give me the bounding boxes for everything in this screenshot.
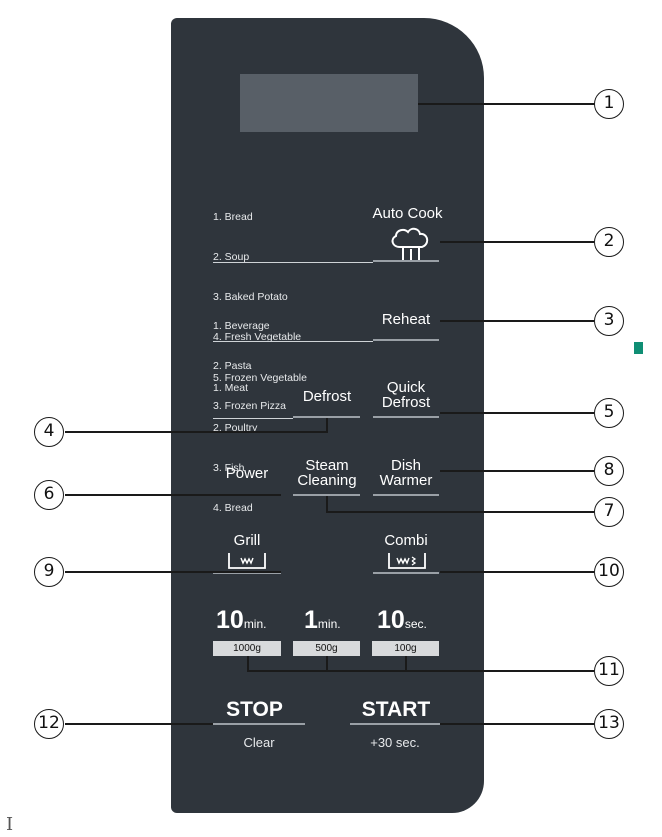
leader-line-9 <box>65 571 281 573</box>
start-sub-label: +30 sec. <box>370 735 420 750</box>
callout-11: 11 <box>594 656 624 686</box>
callout-8: 8 <box>594 456 624 486</box>
defrost-divider <box>213 418 293 419</box>
leader-line-4-vertical <box>326 418 328 433</box>
stop-label: STOP <box>226 698 283 721</box>
callout-2: 2 <box>594 227 624 257</box>
callout-10: 10 <box>594 557 624 587</box>
callout-9: 9 <box>34 557 64 587</box>
dish-warmer-line1: Dish <box>390 457 421 474</box>
start-label: START <box>361 698 431 721</box>
leader-line-5 <box>440 412 594 414</box>
callout-5: 5 <box>594 398 624 428</box>
reheat-item: 2. Pasta <box>213 360 252 373</box>
auto-cook-item: 2. Soup <box>213 251 250 264</box>
leader-line-13 <box>440 723 594 725</box>
display-window <box>240 74 418 132</box>
bracket-11-left <box>247 656 249 671</box>
defrost-label: Defrost <box>302 388 352 405</box>
steam-cleaning-line1: Steam <box>305 457 349 474</box>
steam-cleaning-button[interactable] <box>293 494 360 496</box>
defrost-menu-list: 1. Meat 2. Poultry 3. Fish 4. Bread <box>213 355 257 529</box>
leader-line-8 <box>440 470 594 472</box>
stop-button[interactable] <box>213 723 305 725</box>
combi-icon[interactable] <box>386 551 428 571</box>
callout-3: 3 <box>594 306 624 336</box>
callout-12: 12 <box>34 709 64 739</box>
combi-button[interactable] <box>373 572 439 574</box>
steam-cleaning-label: Steam Cleaning <box>288 458 366 488</box>
leader-line-1 <box>418 103 595 105</box>
auto-cook-label: Auto Cook <box>372 205 443 222</box>
quick-defrost-label: Quick Defrost <box>370 380 442 410</box>
grill-label: Grill <box>233 532 261 549</box>
stop-sub-label: Clear <box>243 735 275 750</box>
control-panel <box>171 18 484 813</box>
start-button[interactable] <box>350 723 440 725</box>
text-cursor-icon: I <box>6 814 14 835</box>
weight-1000g-button[interactable]: 1000g <box>213 641 281 656</box>
reheat-item: 3. Frozen Pizza <box>213 400 286 413</box>
quick-defrost-line1: Quick <box>386 379 426 396</box>
combi-label: Combi <box>384 532 428 549</box>
quick-defrost-line2: Defrost <box>381 394 431 411</box>
leader-line-4 <box>65 431 327 433</box>
leader-line-3 <box>440 320 594 322</box>
auto-cook-divider <box>213 262 373 263</box>
auto-cook-button[interactable] <box>373 260 439 262</box>
leader-line-7-vertical <box>326 496 328 512</box>
bracket-11-right <box>405 656 407 671</box>
leader-line-6 <box>65 494 281 496</box>
time-10min-label: 10min. <box>216 606 267 634</box>
callout-13: 13 <box>594 709 624 739</box>
dish-warmer-line2: Warmer <box>379 472 433 489</box>
leader-line-10 <box>440 571 594 573</box>
quick-defrost-button[interactable] <box>373 416 439 418</box>
power-label: Power <box>225 465 269 482</box>
reheat-divider <box>213 341 373 342</box>
green-marker-icon <box>634 342 643 354</box>
callout-1: 1 <box>594 89 624 119</box>
reheat-menu-list: 1. Beverage 2. Pasta 3. Frozen Pizza <box>213 293 286 427</box>
reheat-label: Reheat <box>381 311 431 328</box>
callout-7: 7 <box>594 497 624 527</box>
weight-100g-button[interactable]: 100g <box>372 641 439 656</box>
auto-cook-item: 5. Frozen Vegetable <box>213 371 307 384</box>
steam-cleaning-line2: Cleaning <box>297 472 357 489</box>
grill-icon[interactable] <box>226 551 268 571</box>
auto-cook-item: 3. Baked Potato <box>213 291 288 304</box>
defrost-item: 3. Fish <box>213 462 245 475</box>
defrost-item: 1. Meat <box>213 381 249 394</box>
auto-cook-item: 1. Bread <box>213 210 253 223</box>
dish-warmer-button[interactable] <box>373 494 439 496</box>
reheat-item: 1. Beverage <box>213 319 270 332</box>
leader-line-12 <box>65 723 213 725</box>
reheat-button[interactable] <box>373 339 439 341</box>
auto-cook-menu-list: 1. Bread 2. Soup 3. Baked Potato 4. Fres… <box>213 184 307 399</box>
leader-line-7 <box>326 511 594 513</box>
leader-line-11 <box>247 670 594 672</box>
weight-500g-button[interactable]: 500g <box>293 641 360 656</box>
callout-6: 6 <box>34 480 64 510</box>
grill-button[interactable] <box>213 572 281 574</box>
time-1min-label: 1min. <box>304 606 341 634</box>
chef-hat-icon[interactable] <box>382 225 438 265</box>
auto-cook-item: 4. Fresh Vegetable <box>213 331 302 344</box>
leader-line-2 <box>440 241 594 243</box>
dish-warmer-label: Dish Warmer <box>370 458 442 488</box>
callout-4: 4 <box>34 417 64 447</box>
defrost-item: 4. Bread <box>213 502 253 515</box>
defrost-button[interactable] <box>293 416 360 418</box>
defrost-item: 2. Poultry <box>213 422 258 435</box>
time-10sec-label: 10sec. <box>377 606 427 634</box>
bracket-11-middle <box>326 656 328 671</box>
